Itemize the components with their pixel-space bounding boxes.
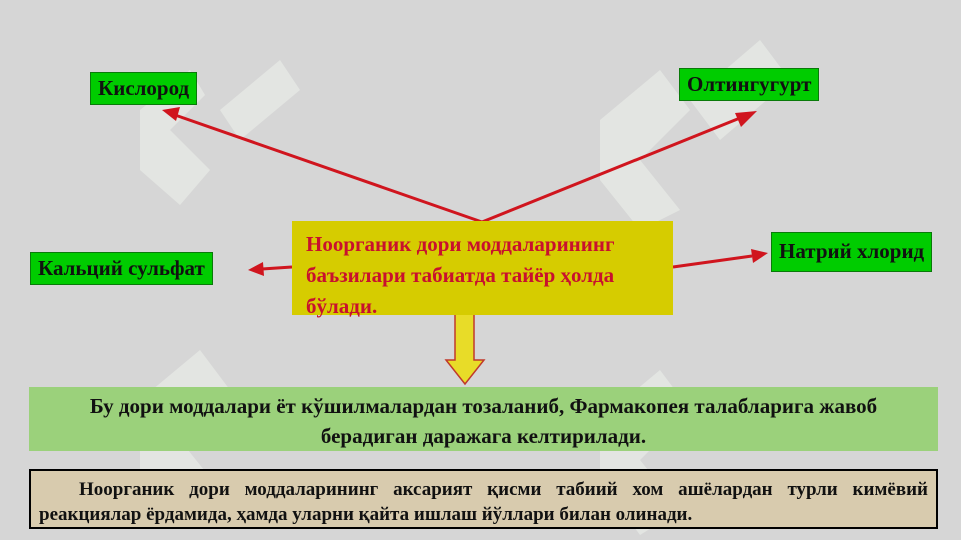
central-statement: Ноорганик дори моддаларининг баъзилари т… (292, 221, 673, 318)
arrow-to-oltingugurt (481, 116, 741, 224)
result-text: Бу дори моддалари ёт кўшилмалардан тозал… (89, 394, 878, 448)
central-text: Ноорганик дори моддаларининг баъзилари т… (306, 232, 615, 318)
bottom-text: Ноорганик дори моддаларининг аксарият қи… (39, 479, 928, 525)
down-arrow (444, 308, 486, 386)
bottom-note: Ноорганик дори моддаларининг аксарият қи… (29, 469, 938, 529)
arrow-to-kislorod (174, 113, 483, 224)
node-label: Олтингугурт (687, 72, 812, 96)
node-kislorod: Кислород (90, 72, 198, 105)
node-kalciy-sulfat: Кальций сульфат (30, 252, 213, 285)
result-statement: Бу дори моддалари ёт кўшилмалардан тозал… (29, 387, 938, 451)
node-oltingugurt: Олтингугурт (679, 68, 820, 101)
node-label: Кислород (98, 76, 190, 100)
arrowhead-oltingugurt (735, 111, 757, 127)
arrowhead-kislorod (162, 107, 180, 121)
arrow-to-natriy-xlorid (672, 254, 753, 269)
node-natriy-xlorid: Натрий хлорид (771, 232, 933, 272)
arrowhead-natriy-xlorid (751, 249, 768, 263)
node-label: Натрий хлорид (779, 239, 925, 263)
node-label: Кальций сульфат (38, 256, 205, 280)
arrow-to-kalciy-sulfat (261, 265, 293, 271)
arrowhead-kalciy-sulfat (248, 262, 264, 276)
